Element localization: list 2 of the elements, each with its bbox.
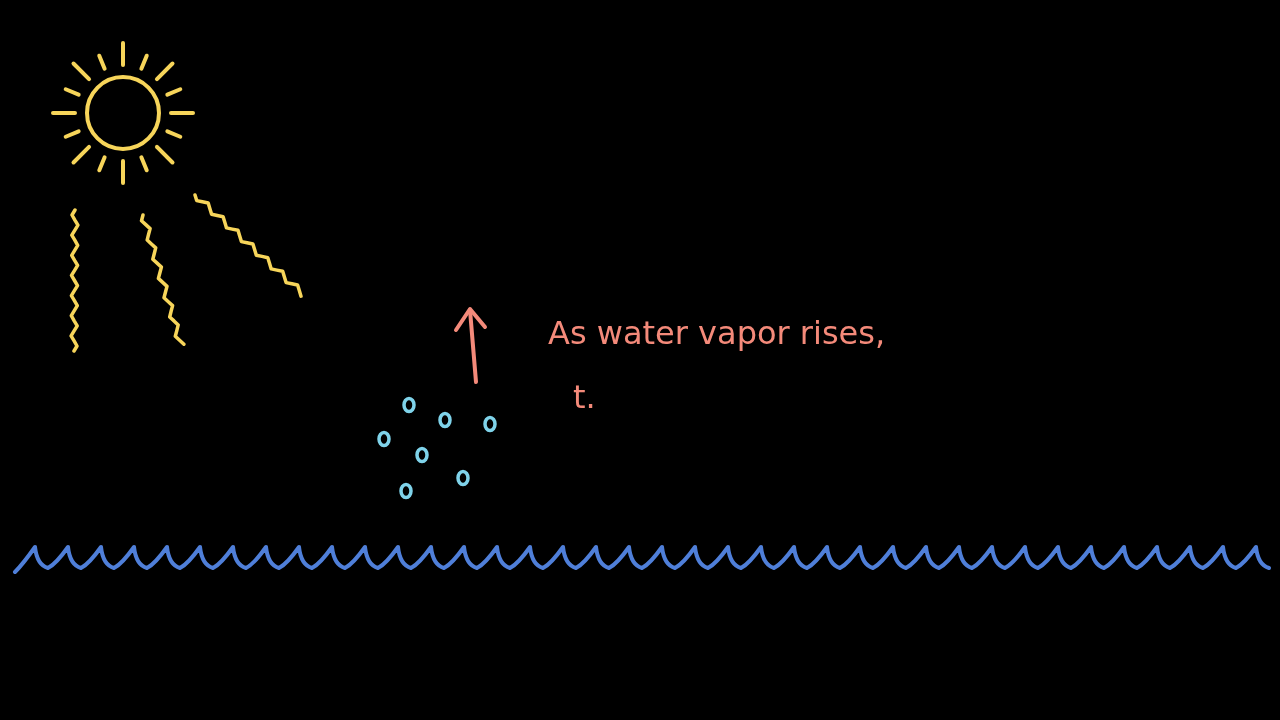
note-text: As water vapor rises, [548, 316, 886, 352]
partial-note-text: t. [573, 380, 596, 416]
